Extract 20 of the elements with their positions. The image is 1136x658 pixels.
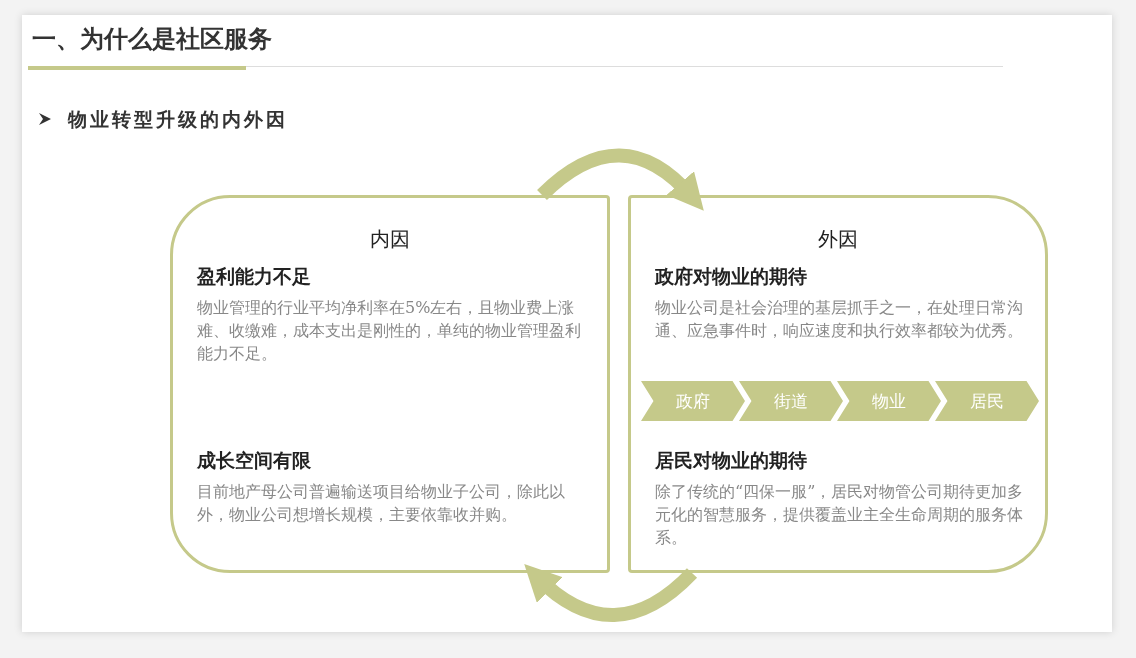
body-text: 物业公司是社会治理的基层抓手之一，在处理日常沟通、应急事件时，响应速度和执行效率都较为优秀。	[655, 297, 1024, 342]
curved-arrow	[537, 148, 705, 211]
body-text: 物业管理的行业平均净利率在5%左右，且物业费上涨难、收缴难，成本支出是刚性的，单纯的物业管理盈利能力不足。	[197, 297, 582, 365]
chevron-step: 街道	[739, 381, 843, 421]
subheading: 物业转型升级的内外因	[68, 107, 288, 132]
panel-heading: 内因	[369, 226, 411, 253]
body-text: 目前地产母公司普遍输送项目给物业子公司，除此以外，物业公司想增长规模，主要依靠收并购。	[197, 481, 566, 526]
rounded-panel	[170, 195, 610, 573]
body-text: 除了传统的“四保一服”，居民对物管公司期待更加多元化的智慧服务，提供覆盖业主全生命周期的服务体系。	[655, 481, 1025, 549]
chevron-step: 政府	[641, 381, 745, 421]
panel-heading: 外因	[817, 226, 859, 253]
rounded-panel	[628, 195, 1048, 573]
section-heading: 成长空间有限	[197, 448, 312, 473]
curved-arrow	[523, 564, 697, 622]
slide-title: 一、为什么是社区服务	[32, 23, 272, 55]
section-heading: 居民对物业的期待	[655, 448, 808, 473]
chevron-step: 居民	[935, 381, 1039, 421]
chevron-step: 物业	[837, 381, 941, 421]
section-heading: 政府对物业的期待	[655, 264, 808, 289]
section-heading: 盈利能力不足	[197, 264, 312, 289]
